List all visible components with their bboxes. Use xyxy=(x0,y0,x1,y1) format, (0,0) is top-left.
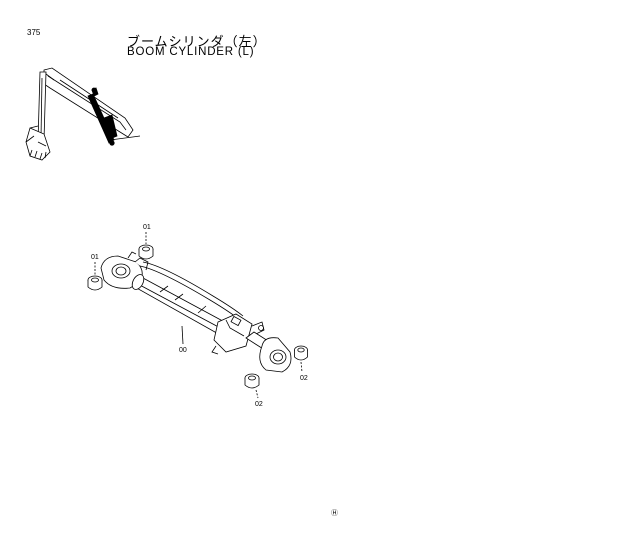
gland-block xyxy=(213,313,253,353)
bushing-top xyxy=(138,232,154,260)
excavator-locator-sketch xyxy=(25,67,141,161)
title-english: BOOM CYLINDER (L) xyxy=(127,46,255,58)
bushing-lower xyxy=(244,373,260,399)
callout-rod-bushing-right: 02 xyxy=(300,375,308,382)
callout-cylinder: 00 xyxy=(179,347,187,354)
title-japanese: ブームシリンダ（左） xyxy=(127,35,267,50)
boom-cylinder-drawing xyxy=(87,232,308,399)
hydraulic-hose xyxy=(139,265,241,321)
page-number: 375 xyxy=(27,28,41,37)
manufacturer-mark: Ⓗ xyxy=(331,510,338,517)
callout-rod-bushing-lower: 02 xyxy=(255,401,263,408)
bushing-left xyxy=(87,262,103,291)
bushing-right xyxy=(294,345,308,373)
callout-pin-bushing-top: 01 xyxy=(143,224,151,231)
callout-pin-bushing-left: 01 xyxy=(91,254,99,261)
